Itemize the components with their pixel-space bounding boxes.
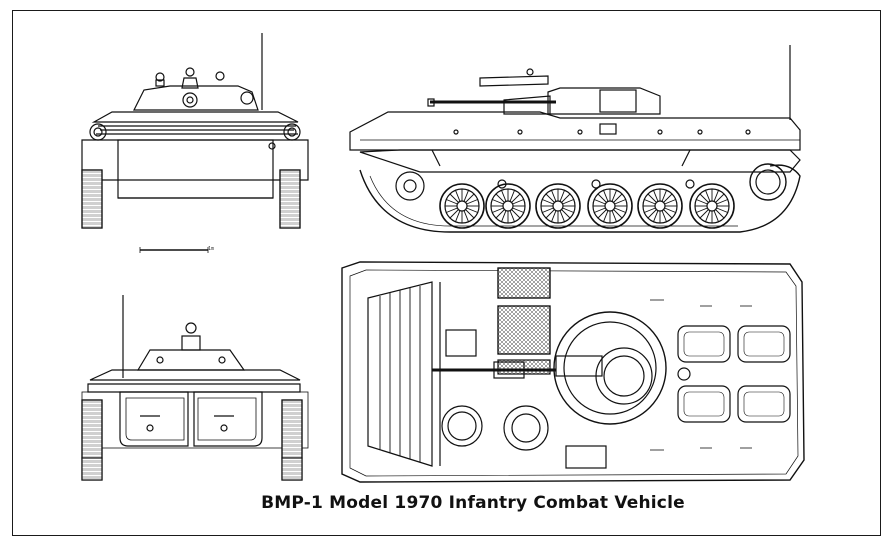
rear-view — [81, 295, 309, 481]
scale-label: 1m — [208, 246, 215, 252]
scale-bar — [139, 247, 209, 253]
front-view — [81, 33, 309, 229]
side-view — [349, 45, 801, 233]
drawing-caption: BMP-1 Model 1970 Infantry Combat Vehicle — [261, 493, 685, 513]
top-view — [341, 261, 805, 483]
